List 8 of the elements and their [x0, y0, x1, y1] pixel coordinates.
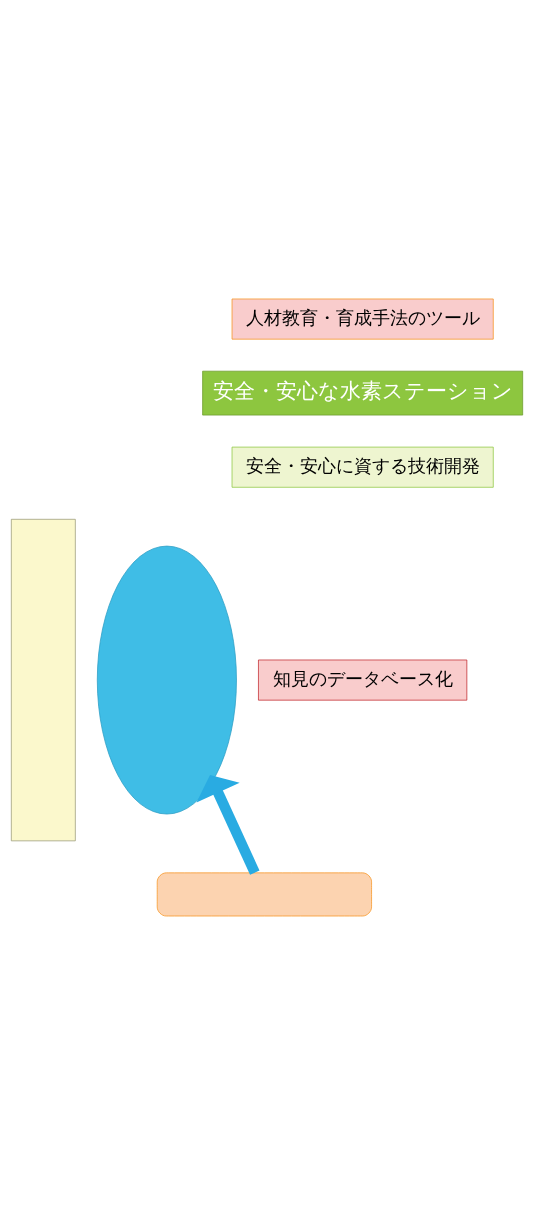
node-box — [156, 872, 372, 916]
node-box: 知見のデータベース化 — [258, 659, 468, 701]
node-ellipse — [96, 545, 237, 814]
arrow — [196, 774, 260, 875]
node-box: 安全・安心な水素ステーション — [202, 370, 524, 415]
node-box: 人材教育・育成手法のツール — [231, 298, 494, 340]
node-box: 安全・安心に資する技術開発 — [231, 446, 494, 488]
node-box — [10, 518, 76, 841]
